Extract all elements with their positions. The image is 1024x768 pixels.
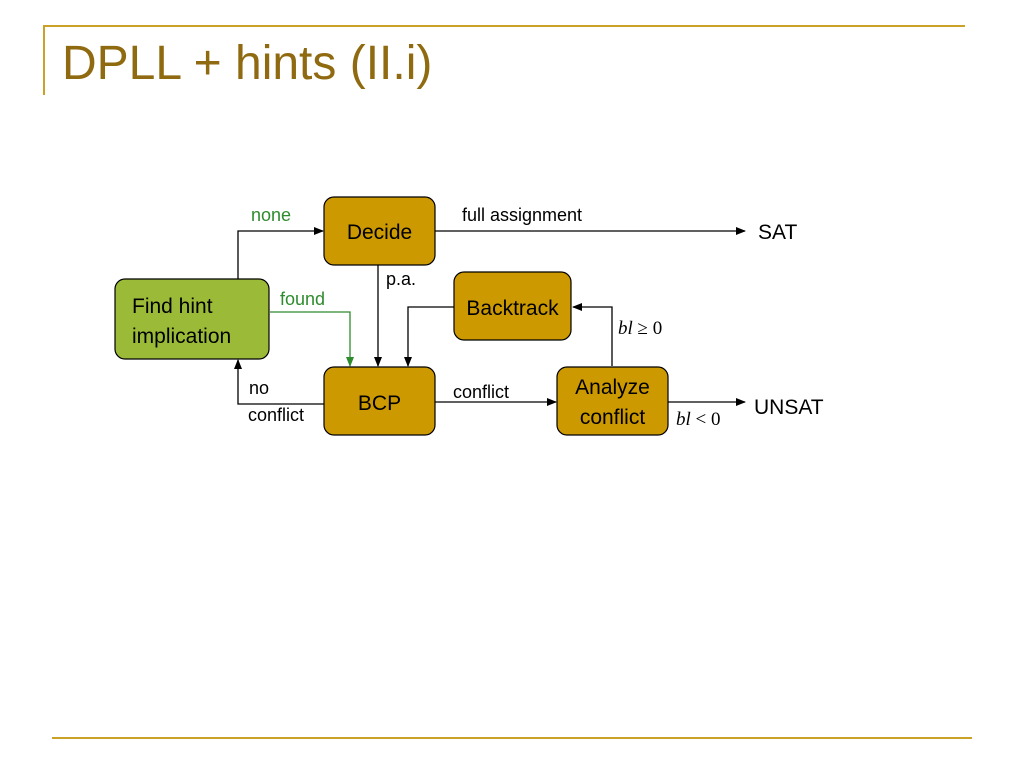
node-decide: Decide <box>323 196 436 266</box>
edge-bcp-to-findhint <box>234 359 324 405</box>
edge-findhint-to-bcp <box>270 311 354 367</box>
node-analyze-conflict: Analyze conflict <box>556 366 669 436</box>
edge-label-conflict-below: conflict <box>248 405 304 425</box>
footer-divider <box>52 737 972 739</box>
node-backtrack-label: Backtrack <box>466 297 559 320</box>
node-analyze-label-1: Analyze <box>575 376 650 399</box>
node-analyze-label-2: conflict <box>580 406 646 429</box>
node-find-hint-label-1: Find hint <box>132 295 213 318</box>
edge-label-bl-lt-0: bl < 0 <box>676 409 721 430</box>
title-accent-horizontal <box>43 25 965 27</box>
edge-label-pa: p.a. <box>386 269 416 289</box>
node-backtrack: Backtrack <box>453 271 572 341</box>
node-find-hint-label-2: implication <box>132 325 231 348</box>
edge-findhint-to-decide <box>237 227 324 279</box>
slide-title: DPLL + hints (II.i) <box>62 37 433 90</box>
edge-label-conflict: conflict <box>453 382 509 402</box>
edge-backtrack-to-bcp <box>404 306 454 367</box>
edge-label-found: found <box>280 289 325 309</box>
edge-label-none: none <box>251 205 291 225</box>
node-bcp-label: BCP <box>358 392 401 415</box>
terminal-sat: SAT <box>758 221 797 244</box>
terminal-unsat: UNSAT <box>754 396 824 419</box>
edge-label-no: no <box>249 378 269 398</box>
node-find-hint: Find hint implication <box>114 278 270 360</box>
edge-analyze-to-backtrack <box>572 303 613 366</box>
node-decide-label: Decide <box>347 221 412 244</box>
edge-label-bl-ge-0: bl ≥ 0 <box>618 318 662 339</box>
node-bcp: BCP <box>323 366 436 436</box>
edge-label-full-assignment: full assignment <box>462 205 582 225</box>
title-accent-vertical <box>43 25 45 95</box>
